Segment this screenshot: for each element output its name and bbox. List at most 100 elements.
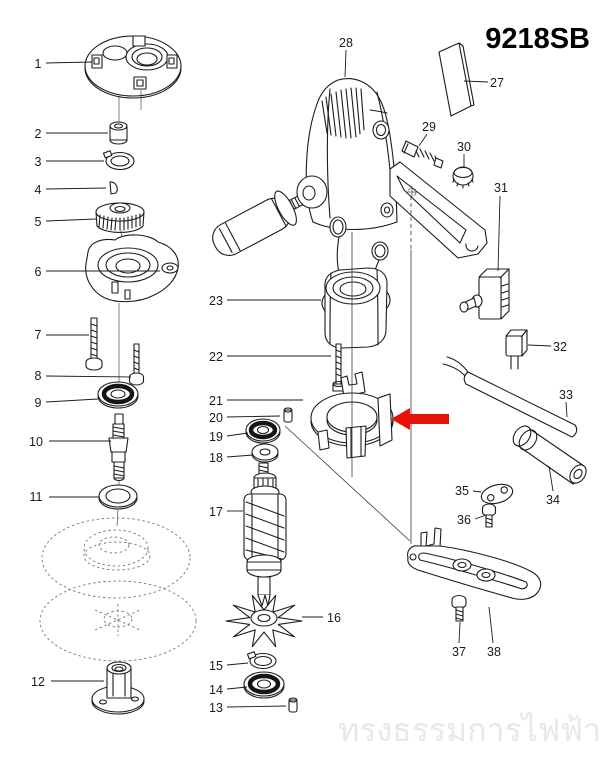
highlight-arrow-part-21 xyxy=(391,408,449,430)
part-label-12: 12 xyxy=(31,675,45,689)
part-label-21: 21 xyxy=(209,394,223,408)
part-9-ball-bearing xyxy=(97,381,139,409)
part-29-brush-screw xyxy=(401,140,444,169)
leader-line-37 xyxy=(458,621,461,644)
part-label-9: 9 xyxy=(35,396,42,410)
side-grip-handle xyxy=(212,190,306,256)
part-label-30: 30 xyxy=(457,140,471,154)
part-label-38: 38 xyxy=(487,645,501,659)
leader-line-36 xyxy=(474,514,487,520)
part-label-2: 2 xyxy=(35,127,42,141)
highlight-arrow-layer xyxy=(391,408,449,430)
part-label-3: 3 xyxy=(35,155,42,169)
part-5-gear xyxy=(95,202,145,257)
part-label-19: 19 xyxy=(209,430,223,444)
part-label-4: 4 xyxy=(35,183,42,197)
leader-line-34 xyxy=(548,465,554,492)
part-22-screw xyxy=(332,343,345,392)
part-19-ball-bearing xyxy=(245,418,281,444)
part-label-20: 20 xyxy=(209,411,223,425)
part-27-plate xyxy=(438,42,475,117)
part-2-sleeve xyxy=(109,121,128,145)
phantom-pad-assembly xyxy=(39,517,197,662)
leader-line-4 xyxy=(45,187,107,190)
part-15-retaining-ring xyxy=(246,651,277,670)
leader-line-32 xyxy=(527,344,552,347)
part-label-23: 23 xyxy=(209,294,223,308)
part-16-fan xyxy=(225,594,303,648)
leader-line-28 xyxy=(344,49,347,78)
leader-line-13 xyxy=(226,705,287,708)
part-label-36: 36 xyxy=(457,513,471,527)
part-label-16: 16 xyxy=(327,611,341,625)
leader-line-8 xyxy=(45,375,132,378)
part-label-37: 37 xyxy=(452,645,466,659)
part-20-pin xyxy=(283,407,293,423)
part-33-power-cord xyxy=(442,356,578,438)
part-28-motor-housing xyxy=(296,78,398,231)
part-label-7: 7 xyxy=(35,328,42,342)
part-label-18: 18 xyxy=(209,451,223,465)
part-32-noise-suppressor xyxy=(505,329,528,370)
part-11-seal-ring xyxy=(98,484,138,527)
watermark-text: ทรงธรรมการไฟฟ้า xyxy=(338,711,601,749)
part-14-ball-bearing xyxy=(243,671,285,699)
leader-line-18 xyxy=(226,454,254,458)
model-number-title: 9218SB xyxy=(485,23,590,55)
part-label-15: 15 xyxy=(209,659,223,673)
part-4-key xyxy=(109,181,118,195)
leader-line-38 xyxy=(488,606,494,644)
part-label-31: 31 xyxy=(494,181,508,195)
part-label-33: 33 xyxy=(559,388,573,402)
part-label-17: 17 xyxy=(209,505,223,519)
part-8-screw xyxy=(128,343,145,386)
part-31-switch xyxy=(459,268,510,320)
part-30-brush-cap xyxy=(452,166,474,189)
part-label-27: 27 xyxy=(490,76,504,90)
part-38-handle-cover xyxy=(407,527,542,600)
part-37-screw xyxy=(451,594,467,622)
leader-line-27 xyxy=(463,80,489,83)
leader-line-35 xyxy=(472,490,482,493)
part-36-screw xyxy=(481,503,497,528)
part-1-pad-holder xyxy=(84,35,182,126)
part-number-labels: 1234567891011121314151617181920212223272… xyxy=(29,36,573,715)
leader-line-1 xyxy=(45,61,93,64)
part-label-34: 34 xyxy=(546,493,560,507)
part-23-field-stator xyxy=(321,267,391,349)
field-lead-wires xyxy=(329,216,389,304)
part-label-28: 28 xyxy=(339,36,353,50)
part-13-pin xyxy=(288,697,298,713)
part-7-screw-long xyxy=(85,317,103,371)
part-35-cord-clip xyxy=(480,483,514,505)
part-3-retaining-ring xyxy=(102,150,135,171)
leader-line-31 xyxy=(497,195,501,272)
projection-lines xyxy=(284,196,412,544)
part-label-11: 11 xyxy=(30,490,43,504)
part-17-armature xyxy=(243,462,287,607)
leader-line-15 xyxy=(226,662,249,666)
part-34-cord-guard xyxy=(512,425,587,485)
part-10-spindle xyxy=(108,413,129,488)
part-label-6: 6 xyxy=(35,265,42,279)
part-label-29: 29 xyxy=(422,120,436,134)
leader-line-20 xyxy=(226,415,281,418)
part-label-1: 1 xyxy=(35,57,42,71)
part-label-5: 5 xyxy=(35,215,42,229)
part-12-flange-nut xyxy=(91,661,145,715)
rear-handle xyxy=(389,161,488,259)
part-label-8: 8 xyxy=(35,369,42,383)
leader-line-19 xyxy=(226,432,249,437)
part-18-washer xyxy=(251,443,279,463)
leader-line-5 xyxy=(45,218,97,222)
part-label-22: 22 xyxy=(209,350,223,364)
leader-line-29 xyxy=(418,133,428,147)
leader-line-9 xyxy=(45,398,99,403)
leader-line-14 xyxy=(226,686,248,690)
part-label-10: 10 xyxy=(29,435,43,449)
part-label-32: 32 xyxy=(553,340,567,354)
leader-line-33 xyxy=(565,401,568,418)
part-label-35: 35 xyxy=(455,484,469,498)
